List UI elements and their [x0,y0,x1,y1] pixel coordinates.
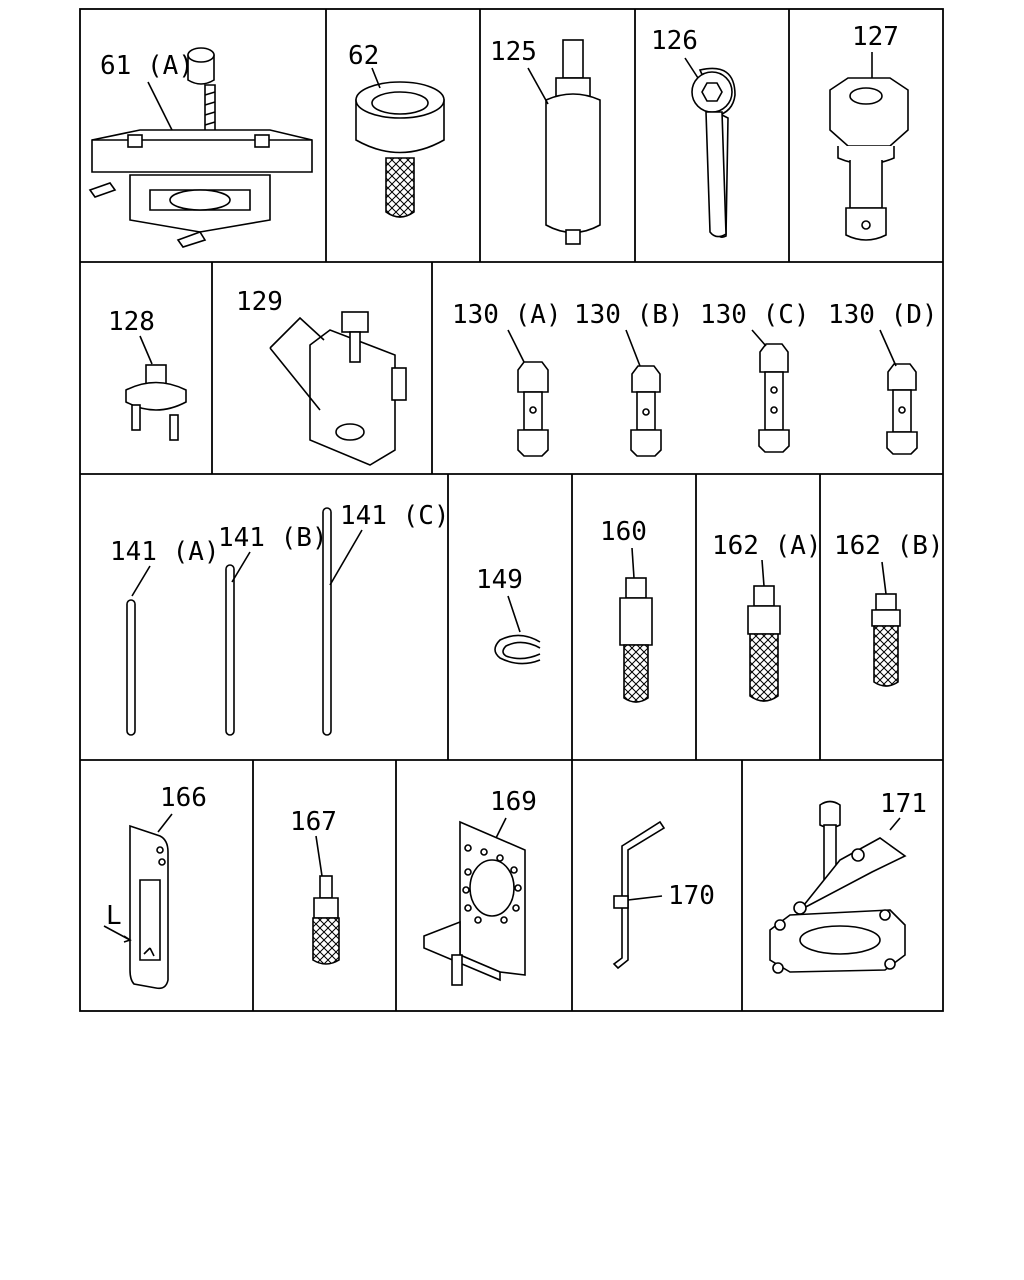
part-130c-adapter [758,343,790,453]
label-171: 171 [880,789,927,819]
part-125-slide-hammer [545,39,601,245]
label-62: 62 [348,41,379,71]
part-126-wrench [691,67,736,238]
label-130a: 130 (A) [452,300,562,330]
label-170: 170 [668,881,715,911]
label-130d: 130 (D) [828,300,938,330]
label-141b: 141 (B) [218,523,328,553]
part-129-holder [309,311,407,466]
label-128: 128 [108,307,155,337]
label-160: 160 [600,517,647,547]
part-128-puller [125,364,187,441]
part-170-rod [612,820,666,970]
label-130c: 130 (C) [700,300,810,330]
label-166: 166 [160,783,207,813]
part-162a-installer [747,585,781,702]
label-141c: 141 (C) [340,501,450,531]
label-141a: 141 (A) [110,537,220,567]
label-127: 127 [852,22,899,52]
part-61a-puller [88,47,313,248]
label-162b: 162 (B) [834,531,944,561]
label-166-dimension: L [106,901,122,931]
label-167: 167 [290,807,337,837]
label-162a: 162 (A) [712,531,822,561]
part-141b-pin [225,564,235,736]
label-129: 129 [236,287,283,317]
label-61a: 61 (A) [100,51,194,81]
part-171-puller [769,800,907,974]
part-130d-adapter [886,363,918,455]
part-167-installer [312,875,340,965]
label-125: 125 [490,37,537,67]
part-169-bracket [423,820,526,986]
part-62-installer [355,81,445,218]
part-166-gauge [129,824,169,990]
part-141c-pin [322,507,332,736]
part-162b-installer [871,593,901,687]
label-149: 149 [476,565,523,595]
part-127-socket [829,77,909,241]
part-141a-pin [126,599,136,736]
label-169: 169 [490,787,537,817]
part-149-ring [494,634,541,665]
parts-grid [79,8,944,1012]
part-130b-adapter [630,365,662,457]
label-130b: 130 (B) [574,300,684,330]
label-126: 126 [651,26,698,56]
part-130a-adapter [517,361,549,457]
part-160-installer [619,577,653,703]
